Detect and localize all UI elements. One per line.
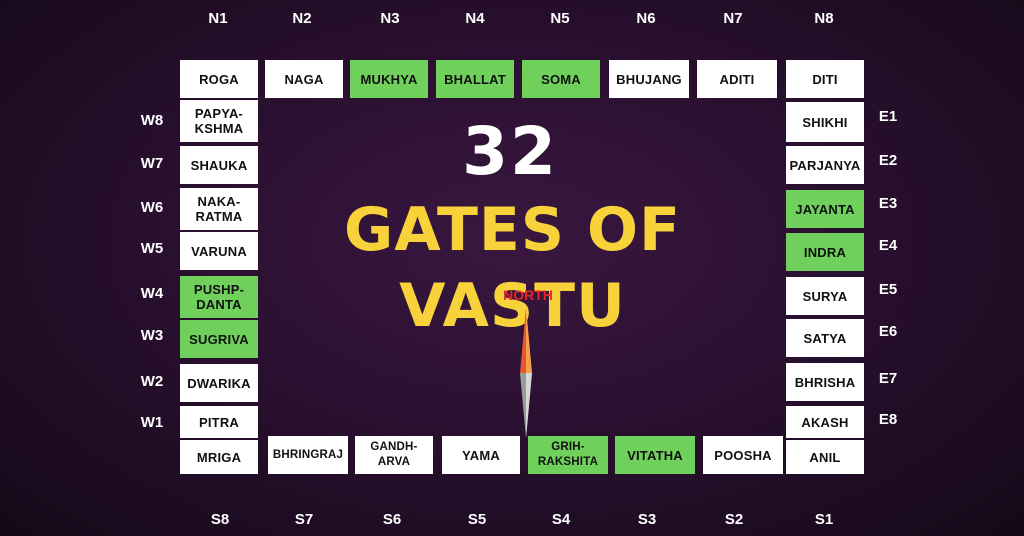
gate-grihrakshita: GRIH- RAKSHITA [528, 436, 608, 474]
label-e5: E5 [878, 281, 898, 298]
gate-aditi: ADITI [697, 60, 777, 98]
label-n6: N6 [636, 10, 656, 27]
gate-papyakshma: PAPYA- KSHMA [180, 100, 258, 142]
gate-mriga: MRIGA [180, 440, 258, 474]
label-w7: W7 [140, 155, 164, 172]
label-s1: S1 [814, 511, 834, 528]
gate-bhallat: BHALLAT [436, 60, 514, 98]
gate-mukhya: MUKHYA [350, 60, 428, 98]
gate-shauka: SHAUKA [180, 146, 258, 184]
gate-poosha: POOSHA [703, 436, 783, 474]
gate-bhrisha: BHRISHA [786, 363, 864, 401]
label-n8: N8 [814, 10, 834, 27]
label-n1: N1 [208, 10, 228, 27]
label-n7: N7 [723, 10, 743, 27]
gate-dwarika: DWARIKA [180, 364, 258, 402]
label-n5: N5 [550, 10, 570, 27]
label-s6: S6 [382, 511, 402, 528]
label-s4: S4 [551, 511, 571, 528]
gate-pitra: PITRA [180, 406, 258, 438]
label-s2: S2 [724, 511, 744, 528]
label-n2: N2 [292, 10, 312, 27]
gate-shikhi: SHIKHI [786, 102, 864, 142]
gate-bhringraj: BHRINGRAJ [268, 436, 348, 474]
gate-nakaratma: NAKA- RATMA [180, 188, 258, 230]
label-w3: W3 [140, 327, 164, 344]
label-w1: W1 [140, 414, 164, 431]
gate-vitatha: VITATHA [615, 436, 695, 474]
title-number: 32 [462, 113, 558, 190]
gate-pushpdanta: PUSHP- DANTA [180, 276, 258, 318]
gate-diti: DITI [786, 60, 864, 98]
gate-gandharva: GANDH- ARVA [355, 436, 433, 474]
label-s8: S8 [210, 511, 230, 528]
label-e6: E6 [878, 323, 898, 340]
label-n3: N3 [380, 10, 400, 27]
gate-anil: ANIL [786, 440, 864, 474]
label-s7: S7 [294, 511, 314, 528]
label-e8: E8 [878, 411, 898, 428]
gate-naga: NAGA [265, 60, 343, 98]
label-n4: N4 [465, 10, 485, 27]
gate-roga: ROGA [180, 60, 258, 98]
gate-bhujang: BHUJANG [609, 60, 689, 98]
label-e7: E7 [878, 370, 898, 387]
gate-jayanta: JAYANTA [786, 190, 864, 228]
north-label: NORTH [503, 287, 553, 303]
gate-akash: AKASH [786, 406, 864, 438]
label-w5: W5 [140, 240, 164, 257]
page-title: GATES OF VASTU [343, 195, 682, 341]
gate-satya: SATYA [786, 319, 864, 357]
label-e3: E3 [878, 195, 898, 212]
label-e4: E4 [878, 237, 898, 254]
label-w2: W2 [140, 373, 164, 390]
gate-soma: SOMA [522, 60, 600, 98]
label-e2: E2 [878, 152, 898, 169]
label-w8: W8 [140, 112, 164, 129]
compass-needle-icon [520, 308, 532, 438]
gate-parjanya: PARJANYA [786, 146, 864, 184]
label-s5: S5 [467, 511, 487, 528]
label-w4: W4 [140, 285, 164, 302]
label-w6: W6 [140, 199, 164, 216]
gate-varuna: VARUNA [180, 232, 258, 270]
gate-yama: YAMA [442, 436, 520, 474]
gate-surya: SURYA [786, 277, 864, 315]
gate-sugriva: SUGRIVA [180, 320, 258, 358]
label-s3: S3 [637, 511, 657, 528]
gate-indra: INDRA [786, 233, 864, 271]
label-e1: E1 [878, 108, 898, 125]
